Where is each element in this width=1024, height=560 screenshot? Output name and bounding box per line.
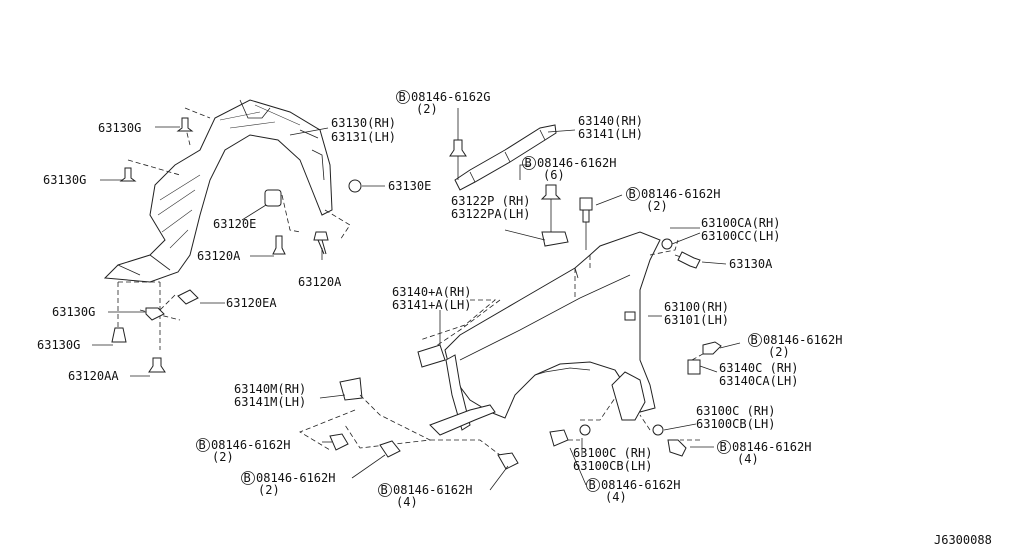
label-63140-rh: 63140(RH)	[578, 114, 643, 128]
label-bolt-right1-code: 08146-6162H	[641, 187, 720, 201]
label-63130E: 63130E	[388, 179, 431, 193]
bolt-symbol-icon	[626, 187, 640, 201]
diagram-id: J6300088	[934, 533, 992, 547]
bolt-symbol-icon	[378, 483, 392, 497]
bolt-symbol-icon	[196, 438, 210, 452]
bolt-symbol-icon	[396, 90, 410, 104]
bolt-symbol-icon	[241, 471, 255, 485]
svg-text:B: B	[751, 333, 758, 347]
label-bolt-top-qty: (2)	[416, 102, 438, 116]
label-bolt-mid-code: 08146-6162H	[537, 156, 616, 170]
label-bolt-right3-code: 08146-6162H	[732, 440, 811, 454]
label-bolt-bot1-qty: (4)	[396, 495, 418, 509]
label-bolt-left1-code: 08146-6162H	[211, 438, 290, 452]
label-bolt-right2-code: 08146-6162H	[763, 333, 842, 347]
label-63141M: 63141M(LH)	[234, 395, 306, 409]
label-bolt-left2-code: 08146-6162H	[256, 471, 335, 485]
fender-liner	[103, 99, 333, 283]
label-bolt-top-code: 08146-6162G	[411, 90, 490, 104]
label-bolt-bot2-code: 08146-6162H	[601, 478, 680, 492]
label-63100CB-bottom: 63100CB(LH)	[573, 459, 652, 473]
right-callout-lines	[319, 227, 741, 491]
label-63130G-top: 63130G	[98, 121, 141, 135]
left-callout-lines	[92, 126, 385, 377]
label-63130-rh: 63130(RH)	[331, 116, 396, 130]
label-63120A-2: 63120A	[298, 275, 342, 289]
svg-text:B: B	[244, 471, 251, 485]
label-63120E: 63120E	[213, 217, 256, 231]
upper-bracket	[449, 108, 623, 250]
label-63140C: 63140C (RH)	[719, 361, 798, 375]
svg-text:B: B	[399, 90, 406, 104]
label-bolt-right2-qty: (2)	[768, 345, 790, 359]
label-63140M: 63140M(RH)	[234, 382, 306, 396]
bolt-symbol-icon	[586, 478, 600, 492]
bolt-symbol-icon	[522, 156, 536, 170]
label-63130G-2: 63130G	[43, 173, 86, 187]
svg-text:B: B	[720, 440, 727, 454]
label-63100CC: 63100CC(LH)	[701, 229, 780, 243]
left-clips	[111, 117, 362, 373]
label-63130G-3: 63130G	[52, 305, 95, 319]
label-63122PA: 63122PA(LH)	[451, 207, 530, 221]
label-bolt-left2-qty: (2)	[258, 483, 280, 497]
label-bolt-right3-qty: (4)	[737, 452, 759, 466]
right-clips	[329, 238, 722, 470]
fender-lower-trim	[339, 344, 646, 436]
svg-text:B: B	[381, 483, 388, 497]
label-63100-rh: 63100(RH)	[664, 300, 729, 314]
label-63120EA: 63120EA	[226, 296, 277, 310]
label-63141-lh: 63141(LH)	[578, 127, 643, 141]
label-63100CA: 63100CA(RH)	[701, 216, 780, 230]
label-63101-lh: 63101(LH)	[664, 313, 729, 327]
bolt-symbol-icon	[748, 333, 762, 347]
label-63100C-bottom: 63100C (RH)	[573, 446, 652, 460]
svg-text:B: B	[525, 156, 532, 170]
label-63141A: 63141+A(LH)	[392, 298, 471, 312]
label-63130A: 63130A	[729, 257, 773, 271]
label-bolt-bot1-code: 08146-6162H	[393, 483, 472, 497]
label-63100C-right: 63100C (RH)	[696, 404, 775, 418]
label-63130G-4: 63130G	[37, 338, 80, 352]
label-bolt-left1-qty: (2)	[212, 450, 234, 464]
label-63140A: 63140+A(RH)	[392, 285, 471, 299]
label-63120AA: 63120AA	[68, 369, 119, 383]
label-bolt-right1-qty: (2)	[646, 199, 668, 213]
bolt-symbol-icon	[717, 440, 731, 454]
label-63131-lh: 63131(LH)	[331, 130, 396, 144]
label-63100CB-right: 63100CB(LH)	[696, 417, 775, 431]
label-bolt-mid-qty: (6)	[543, 168, 565, 182]
svg-text:B: B	[589, 478, 596, 492]
labels: 63130G 63130(RH) 63131(LH) 63130G 63130E…	[37, 90, 992, 547]
label-bolt-bot2-qty: (4)	[605, 490, 627, 504]
svg-text:B: B	[199, 438, 206, 452]
label-63120A-1: 63120A	[197, 249, 241, 263]
label-63122P: 63122P (RH)	[451, 194, 530, 208]
label-63140CA: 63140CA(LH)	[719, 374, 798, 388]
svg-text:B: B	[629, 187, 636, 201]
